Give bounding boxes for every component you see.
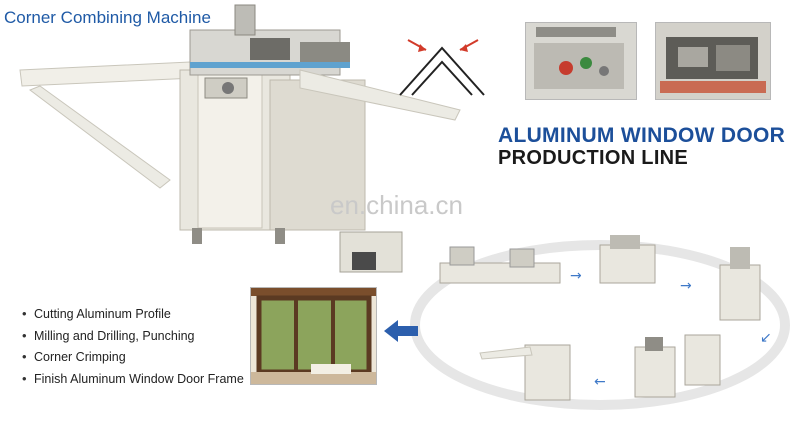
page-title: Corner Combining Machine bbox=[4, 8, 211, 27]
watermark: en.china.cn bbox=[330, 190, 463, 220]
crimping-machine-small bbox=[634, 337, 676, 398]
control-panel-photo bbox=[525, 22, 637, 100]
flow-arrow-icon: ↙ bbox=[760, 330, 772, 346]
combining-machine-small bbox=[479, 344, 571, 401]
milling-machine bbox=[599, 235, 656, 284]
process-step-crimping: Corner Crimping bbox=[22, 349, 126, 364]
production-line-title: ALUMINUM WINDOW DOOR bbox=[498, 124, 786, 147]
corner-diagram bbox=[399, 39, 485, 96]
corner-machine-small bbox=[684, 334, 721, 386]
corner-combining-machine-image bbox=[19, 4, 461, 273]
cutting-machine bbox=[439, 246, 561, 284]
production-cycle-diagram bbox=[410, 235, 790, 410]
flow-arrow-icon: → bbox=[570, 268, 582, 284]
production-line-subtitle: PRODUCTION LINE bbox=[498, 147, 689, 169]
flow-arrow-icon: → bbox=[680, 278, 692, 294]
process-step-milling: Milling and Drilling, Punching bbox=[22, 328, 194, 343]
flow-arrow-icon: ← bbox=[594, 374, 606, 390]
punching-machine bbox=[719, 247, 761, 321]
process-step-finish: Finish Aluminum Window Door Frame bbox=[22, 371, 244, 386]
crimping-head-photo bbox=[655, 22, 771, 100]
finished-window-photo bbox=[250, 287, 377, 385]
process-step-cutting: Cutting Aluminum Profile bbox=[22, 306, 171, 321]
left-arrow-icon bbox=[384, 320, 418, 342]
